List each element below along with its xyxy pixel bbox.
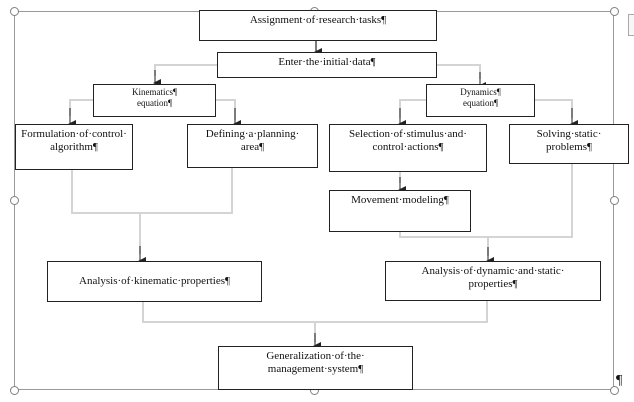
- node-enter-initial-data[interactable]: Enter·the·initial·data¶: [217, 52, 437, 78]
- node-formulation-control-algorithm[interactable]: Formulation·of·control· algorithm¶: [15, 124, 133, 170]
- resize-handle-middle-right[interactable]: [610, 196, 619, 205]
- node-assignment-label: Assignment·of·research·tasks¶: [249, 14, 387, 26]
- node-assignment[interactable]: Assignment·of·research·tasks¶: [199, 10, 437, 41]
- node-analysis-dynamic-static[interactable]: Analysis·of·dynamic·and·static· properti…: [385, 261, 601, 301]
- node-planning-line1: Defining·a·planning·: [205, 128, 300, 140]
- node-analysis-kinematic-properties[interactable]: Analysis·of·kinematic·properties¶: [47, 261, 262, 302]
- node-generalization-management-system[interactable]: Generalization·of·the· management·system…: [218, 346, 413, 390]
- node-dynamics-equation[interactable]: Dynamics¶ equation¶: [426, 84, 535, 117]
- node-planning-line2: area¶: [240, 141, 265, 153]
- node-dynamics-equation-line2: equation¶: [462, 98, 499, 108]
- resize-handle-top-right[interactable]: [610, 7, 619, 16]
- node-stimulus-line1: Selection·of·stimulus·and·: [349, 128, 467, 140]
- layout-options-tab[interactable]: [628, 14, 634, 36]
- node-generalization-line1: Generalization·of·the·: [266, 350, 365, 362]
- node-formulation-line2: algorithm¶: [50, 141, 98, 153]
- node-dynamic-analysis-line1: Analysis·of·dynamic·and·static·: [421, 265, 565, 277]
- node-defining-planning-area[interactable]: Defining·a·planning· area¶: [187, 124, 318, 168]
- node-selection-stimulus-control[interactable]: Selection·of·stimulus·and· control·actio…: [329, 124, 487, 172]
- node-dynamics-equation-line1: Dynamics¶: [460, 87, 501, 97]
- node-kinematics-equation[interactable]: Kinematics¶ equation¶: [93, 84, 216, 117]
- node-solving-static-problems[interactable]: Solving·static· problems¶: [509, 124, 629, 164]
- node-enter-initial-data-label: Enter·the·initial·data¶: [278, 56, 376, 68]
- resize-handle-bottom-left[interactable]: [10, 386, 19, 395]
- node-kinematics-equation-line2: equation¶: [136, 98, 173, 108]
- resize-handle-top-left[interactable]: [10, 7, 19, 16]
- node-stimulus-line2: control·actions¶: [372, 141, 444, 153]
- resize-handle-middle-left[interactable]: [10, 196, 19, 205]
- node-static-line1: Solving·static·: [536, 128, 602, 140]
- resize-handle-bottom-right[interactable]: [610, 386, 619, 395]
- node-formulation-line1: Formulation·of·control·: [21, 128, 127, 140]
- node-static-line2: problems¶: [546, 141, 592, 153]
- node-kinematic-analysis-label: Analysis·of·kinematic·properties¶: [79, 275, 230, 287]
- node-movement-modeling[interactable]: Movement·modeling¶: [329, 190, 471, 232]
- node-generalization-line2: management·system¶: [267, 363, 364, 375]
- node-dynamic-analysis-line2: properties¶: [468, 278, 518, 290]
- node-kinematics-equation-line1: Kinematics¶: [131, 87, 178, 97]
- paragraph-mark: ¶: [616, 373, 623, 388]
- node-movement-label: Movement·modeling¶: [351, 194, 449, 206]
